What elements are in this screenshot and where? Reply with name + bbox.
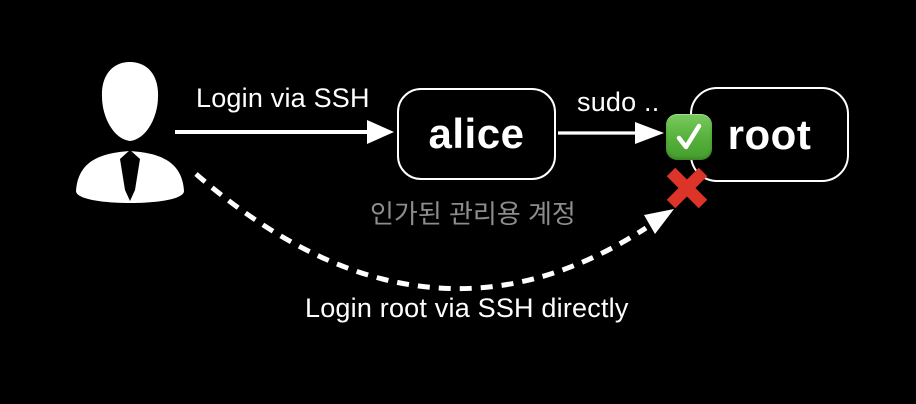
node-root: root xyxy=(690,87,849,182)
sudo-arrow xyxy=(558,122,664,144)
node-alice: alice xyxy=(397,88,556,180)
businessman-icon xyxy=(75,62,185,203)
ssh-arrow xyxy=(175,120,394,144)
node-root-label: root xyxy=(727,110,812,158)
edge-label-login-via-ssh: Login via SSH xyxy=(196,83,370,113)
check-mark-icon xyxy=(666,114,712,160)
direct-login-arrow xyxy=(194,172,674,292)
node-alice-label: alice xyxy=(428,110,525,157)
caption-authorized-admin-account: 인가된 관리용 계정 xyxy=(370,199,576,229)
edge-label-sudo: sudo .. xyxy=(577,87,660,117)
cross-mark-icon xyxy=(665,166,709,210)
edge-label-login-root-directly: Login root via SSH directly xyxy=(305,293,629,323)
